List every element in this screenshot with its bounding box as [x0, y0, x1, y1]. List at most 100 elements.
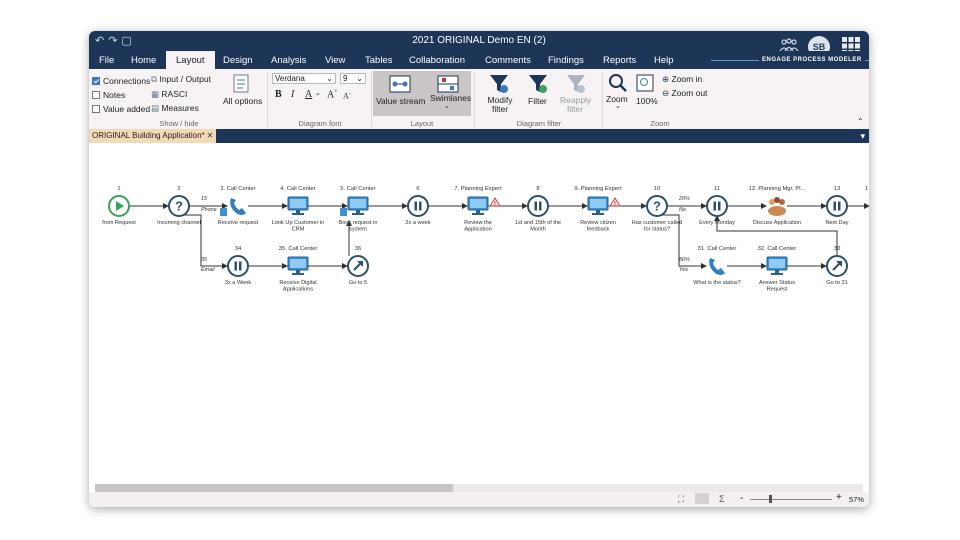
chevron-down-icon[interactable]: ⌄ — [444, 103, 450, 110]
decision-icon[interactable] — [168, 195, 190, 217]
tab-list-icon[interactable]: ▾ — [860, 131, 865, 141]
modify-filter-button[interactable]: Modify filter — [487, 95, 513, 114]
menu-comments[interactable]: Comments — [485, 55, 531, 66]
document-tab[interactable]: ORIGINAL Building Application*✕ — [89, 129, 217, 143]
connector[interactable] — [183, 214, 228, 269]
wait-icon[interactable] — [527, 195, 549, 217]
filter-icon[interactable] — [528, 73, 548, 95]
menu-view[interactable]: View — [325, 55, 346, 66]
reapply-filter-icon[interactable] — [566, 73, 586, 95]
zoom-slider[interactable] — [750, 499, 832, 500]
scroll-thumb[interactable] — [95, 484, 453, 492]
reapply-filter-button[interactable]: Reapply filter — [560, 95, 592, 114]
phone-icon[interactable] — [709, 258, 725, 275]
process-step-12[interactable]: 12. Planning Mgr, Pl...Discuss Applicati… — [749, 186, 806, 226]
chevron-down-icon[interactable]: ⌄ — [615, 103, 621, 110]
value-stream-button[interactable]: Value stream — [376, 96, 426, 106]
all-options-icon[interactable] — [231, 73, 253, 95]
horizontal-scrollbar[interactable] — [95, 484, 863, 492]
bold-icon[interactable]: B — [275, 89, 282, 100]
zoom-100-icon[interactable] — [636, 74, 654, 92]
wait-icon[interactable] — [826, 195, 848, 217]
value-added-checkbox[interactable]: Value added — [92, 104, 150, 114]
menu-help[interactable]: Help — [654, 55, 674, 66]
collaborators-icon[interactable] — [779, 38, 799, 52]
wait-icon[interactable] — [227, 255, 249, 277]
menu-analysis[interactable]: Analysis — [271, 55, 307, 66]
process-step-6[interactable]: 62x a week — [405, 186, 430, 226]
menu-reports[interactable]: Reports — [603, 55, 637, 66]
menu-collaboration[interactable]: Collaboration — [409, 55, 465, 66]
rasci-button[interactable]: ▦ RASCI — [151, 89, 188, 99]
filter-button[interactable]: Filter — [528, 96, 547, 106]
menu-layout[interactable]: Layout — [166, 51, 215, 69]
zoom-icon[interactable] — [608, 73, 628, 93]
wait-icon[interactable] — [407, 195, 429, 217]
menu-file[interactable]: File — [99, 55, 115, 66]
input-output-button[interactable]: ⧉ Input / Output — [151, 74, 211, 84]
swimlanes-button[interactable]: Swimlanes — [430, 93, 472, 103]
sum-view-icon[interactable]: Σ — [719, 494, 725, 504]
swimlanes-icon[interactable] — [437, 75, 459, 93]
warning-icon[interactable]: ! — [609, 197, 621, 208]
connections-checkbox[interactable]: Connections — [92, 76, 150, 86]
warning-icon[interactable]: ! — [489, 197, 501, 208]
all-options-label[interactable]: All options — [223, 96, 263, 106]
zoom-plus-button[interactable]: + — [836, 492, 842, 503]
zoom-minus-button[interactable]: - — [740, 493, 744, 504]
font-color-icon[interactable]: A — [305, 89, 313, 100]
zoom-in-button[interactable]: ⊕ Zoom in — [662, 74, 703, 84]
menu-design[interactable]: Design — [223, 55, 253, 66]
collapse-ribbon-icon[interactable]: ⌃ — [857, 117, 864, 126]
decision-icon[interactable] — [646, 195, 668, 217]
checkbox-box[interactable] — [92, 105, 100, 113]
menu-findings[interactable]: Findings — [548, 55, 584, 66]
fit-page-icon[interactable]: ⛶ — [678, 494, 685, 504]
value-stream-icon[interactable] — [389, 75, 411, 93]
zoom-100-button[interactable]: 100% — [636, 96, 658, 106]
menu-tables[interactable]: Tables — [365, 55, 393, 66]
phone-icon[interactable] — [230, 198, 246, 215]
checkbox-box[interactable] — [92, 91, 100, 99]
italic-icon[interactable]: I — [291, 89, 295, 100]
zoom-button[interactable]: Zoom — [606, 94, 628, 104]
connector[interactable] — [714, 215, 838, 256]
grow-font-icon[interactable]: A+ — [327, 89, 338, 101]
checkbox-box[interactable] — [92, 77, 100, 85]
measures-button[interactable]: ▤ Measures — [151, 103, 199, 113]
font-family-select[interactable]: Verdana⌄ — [272, 73, 336, 84]
quick-access-icons[interactable]: ↶↷▢ — [95, 35, 136, 47]
zoom-slider-handle[interactable] — [769, 495, 772, 503]
wait-icon[interactable] — [706, 195, 728, 217]
process-step-2[interactable]: 2?Incoming channel — [157, 186, 201, 226]
font-size-select[interactable]: 9⌄ — [340, 73, 366, 84]
chevron-down-icon[interactable]: ⌄ — [315, 89, 321, 97]
notes-checkbox[interactable]: Notes — [92, 90, 125, 100]
shrink-font-icon[interactable]: A- — [343, 91, 351, 101]
modify-filter-icon[interactable] — [489, 73, 509, 95]
normal-view-icon[interactable] — [695, 493, 709, 504]
close-icon[interactable]: ✕ — [206, 131, 214, 140]
zoom-out-button[interactable]: ⊖ Zoom out — [662, 88, 708, 98]
connector[interactable] — [661, 214, 707, 269]
menu-home[interactable]: Home — [131, 55, 157, 66]
group-icon[interactable] — [768, 206, 786, 216]
